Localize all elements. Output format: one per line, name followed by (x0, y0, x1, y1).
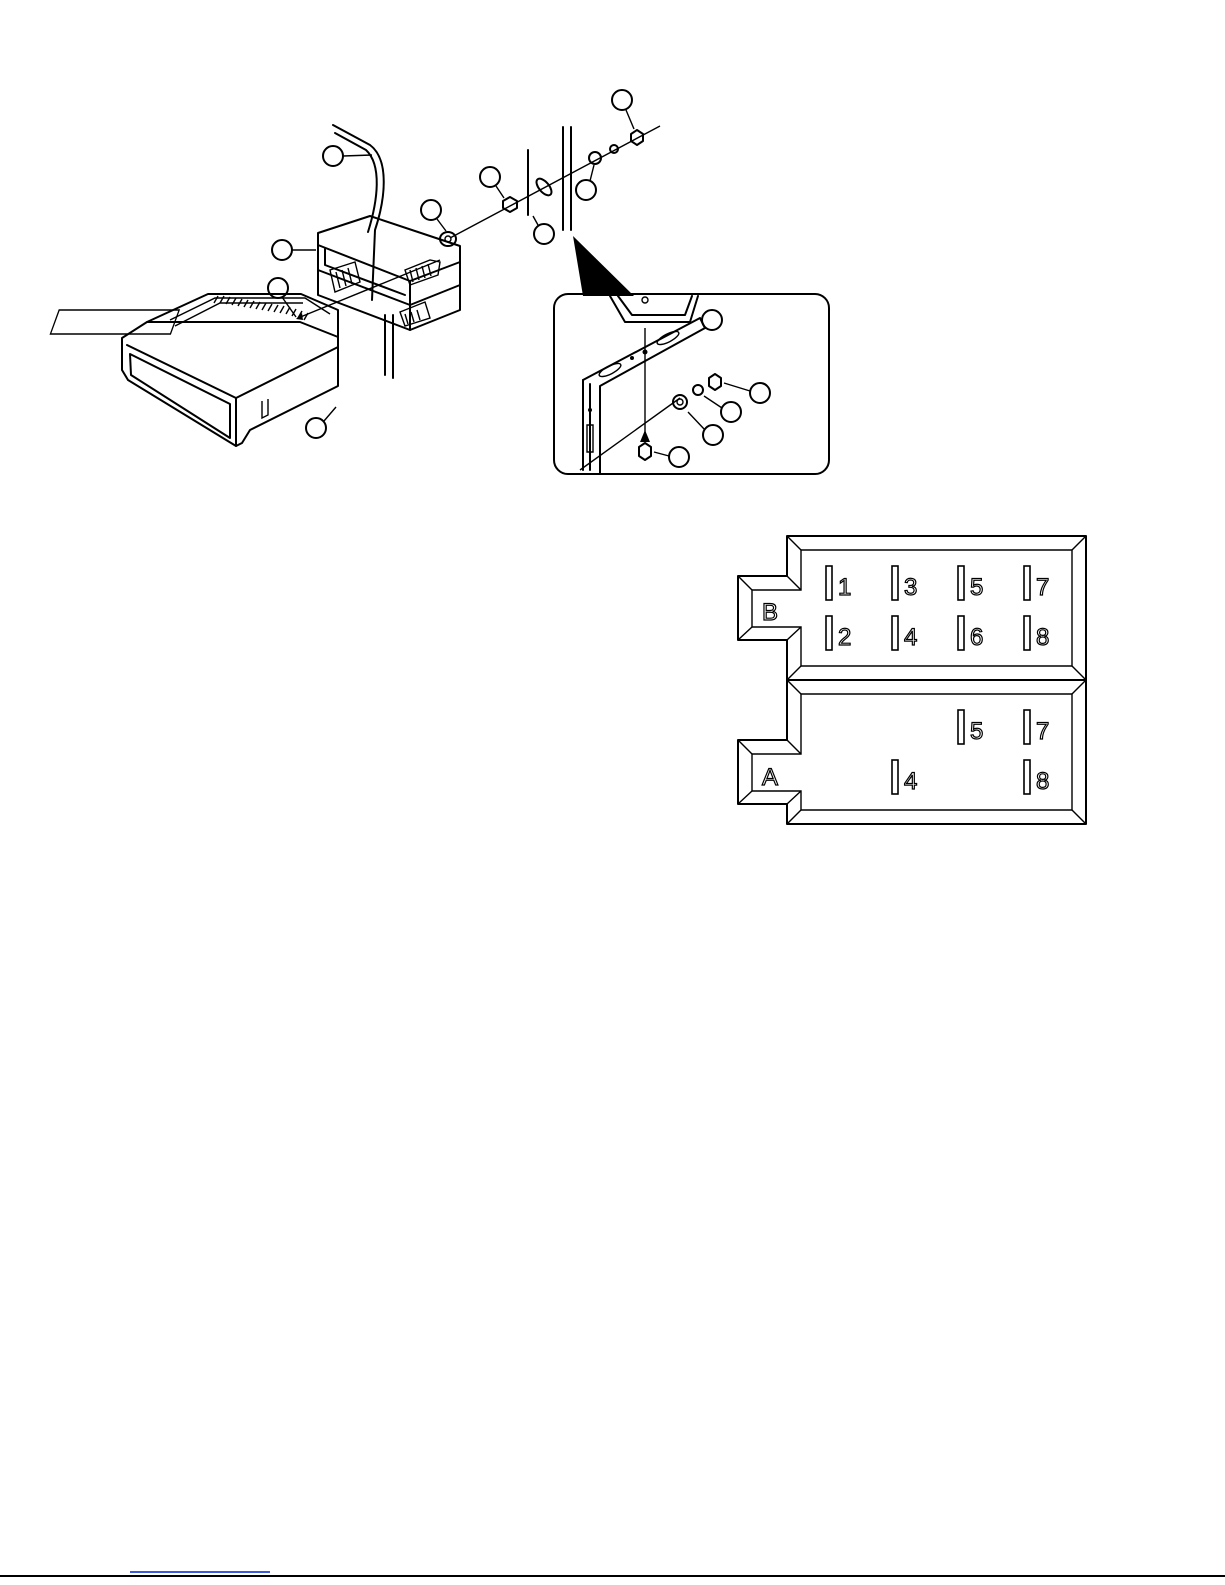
pin-slot-b5 (958, 566, 964, 600)
block-b-letter: B (762, 599, 778, 626)
pin-label-b5: 5 (970, 574, 983, 601)
pin-label-b3: 3 (904, 574, 917, 601)
pin-label-b7: 7 (1036, 574, 1049, 601)
pin-label-a8: 8 (1036, 768, 1049, 795)
pin-slot-a7 (1024, 710, 1030, 744)
pin-label-b4: 4 (904, 624, 917, 651)
pin-slot-b1 (826, 566, 832, 600)
block-b-pins: 1 3 5 7 2 4 6 8 (826, 566, 1049, 651)
connector-block-a: A 5 7 4 8 (738, 680, 1086, 824)
pin-label-a5: 5 (970, 718, 983, 745)
pin-slot-b4 (892, 616, 898, 650)
pin-slot-b3 (892, 566, 898, 600)
block-a-pins: 5 7 4 8 (892, 710, 1049, 795)
pin-label-b6: 6 (970, 624, 983, 651)
pin-slot-a5 (958, 710, 964, 744)
connector-block-b: B 1 3 5 7 2 4 6 8 (738, 536, 1086, 680)
pin-slot-b8 (1024, 616, 1030, 650)
pin-label-b1: 1 (838, 574, 851, 601)
footer-link-underline[interactable] (130, 1571, 270, 1573)
pin-slot-b7 (1024, 566, 1030, 600)
pin-label-a4: 4 (904, 768, 917, 795)
pin-slot-a4 (892, 760, 898, 794)
pin-slot-b6 (958, 616, 964, 650)
block-a-letter: A (762, 764, 778, 791)
footer-rule (0, 1575, 1225, 1577)
pin-slot-a8 (1024, 760, 1030, 794)
pin-label-b2: 2 (838, 624, 851, 651)
pin-slot-b2 (826, 616, 832, 650)
pin-label-b8: 8 (1036, 624, 1049, 651)
pin-label-a7: 7 (1036, 718, 1049, 745)
